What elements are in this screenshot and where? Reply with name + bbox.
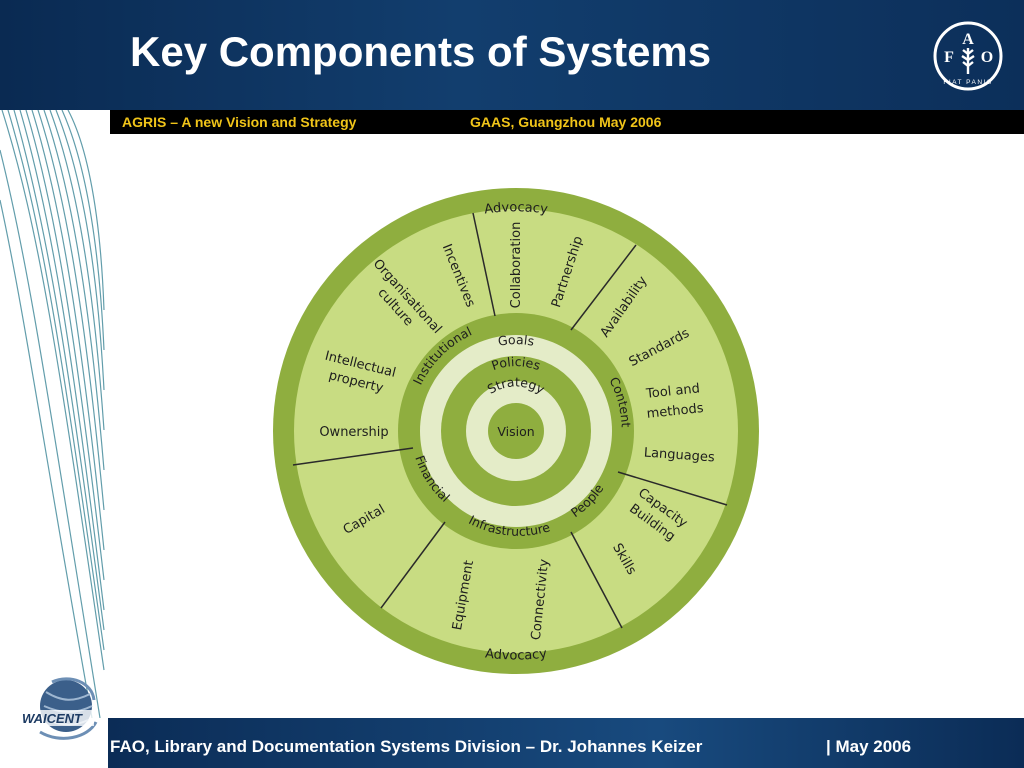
- subheader-bar: AGRIS – A new Vision and Strategy GAAS, …: [110, 110, 1024, 134]
- waicent-wordmark: WAICENT: [22, 711, 83, 726]
- component-policies: Policies: [490, 354, 543, 373]
- methods-line: methods: [646, 401, 704, 422]
- component-vision: Vision: [497, 424, 534, 439]
- advocacy-bottom-label: Advocacy: [484, 646, 548, 663]
- footer-bar: FAO, Library and Documentation Systems D…: [108, 718, 1024, 768]
- fao-letter-f: F: [944, 49, 954, 66]
- subheader-right: GAAS, Guangzhou May 2006: [470, 114, 662, 130]
- svg-text:Goals: Goals: [497, 332, 536, 349]
- divider-2: [570, 244, 637, 331]
- element-tools-methods: Tool and methods: [644, 381, 704, 422]
- divider-4: [570, 531, 623, 629]
- system-components-wheel: Advocacy Advocacy Institutional Content …: [273, 188, 759, 674]
- element-collaboration: Collaboration: [509, 222, 524, 309]
- advocacy-top-label: Advocacy: [483, 200, 548, 217]
- element-languages: Languages: [643, 446, 715, 466]
- fao-letter-a: A: [962, 31, 974, 48]
- fao-emblem-icon: A F O FIAT PANIS: [933, 21, 1003, 91]
- svg-text:Advocacy: Advocacy: [484, 646, 548, 663]
- subheader-left: AGRIS – A new Vision and Strategy: [122, 114, 357, 130]
- sector-dividers: [292, 212, 728, 629]
- tools-line: Tool and: [644, 381, 700, 402]
- vision-core: [488, 403, 544, 459]
- svg-text:Policies: Policies: [490, 354, 543, 373]
- fao-motto: FIAT PANIS: [943, 79, 992, 86]
- slide-title: Key Components of Systems: [130, 28, 712, 75]
- fao-letter-o: O: [981, 49, 993, 66]
- divider-6: [292, 447, 414, 466]
- title-banner: Key Components of Systems A F O FIAT PAN…: [0, 0, 1024, 110]
- element-ownership: Ownership: [319, 425, 388, 440]
- component-strategy: Strategy: [485, 374, 548, 397]
- component-goals: Goals: [497, 332, 536, 349]
- svg-text:Advocacy: Advocacy: [483, 200, 548, 217]
- divider-3: [617, 471, 728, 506]
- footer-date: | May 2006: [826, 737, 912, 756]
- svg-text:Strategy: Strategy: [485, 374, 548, 397]
- footer-left: FAO, Library and Documentation Systems D…: [110, 737, 703, 756]
- decorative-wave-lines: [0, 110, 105, 718]
- divider-1: [472, 212, 496, 317]
- waicent-globe-icon: WAICENT: [10, 677, 98, 740]
- divider-5: [380, 521, 446, 609]
